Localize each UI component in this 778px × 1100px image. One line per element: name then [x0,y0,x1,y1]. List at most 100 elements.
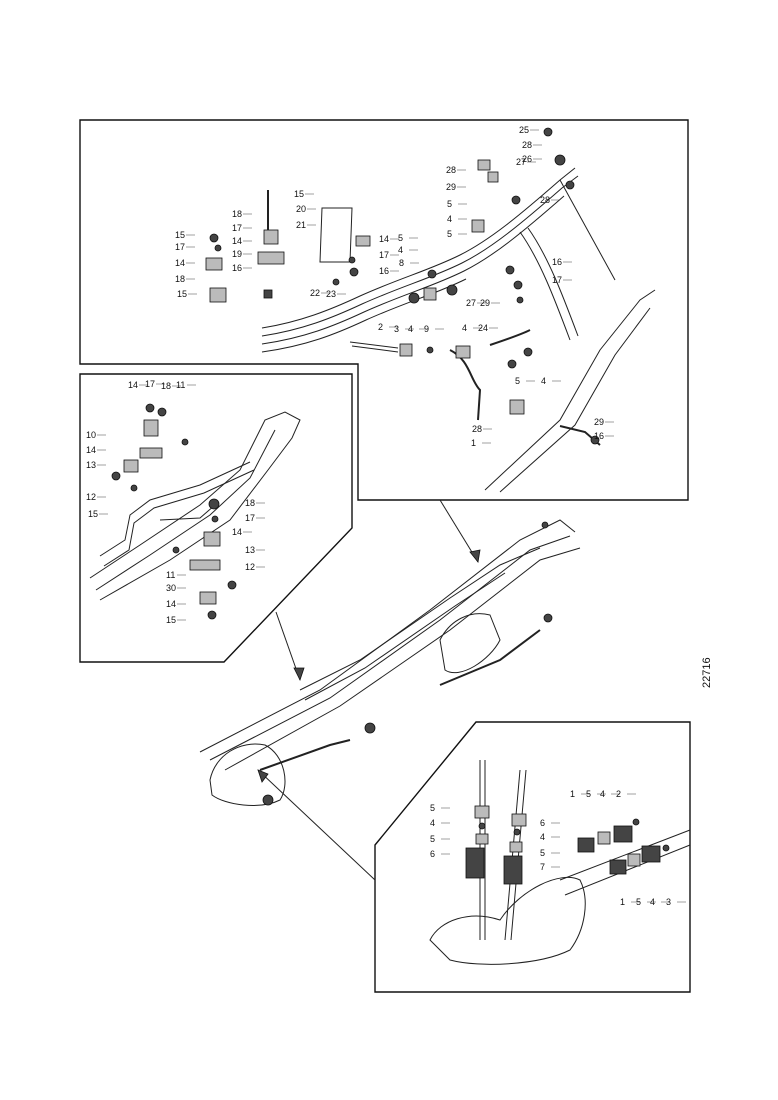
callout-top-29: 29 [446,182,456,192]
callout-left-10: 10 [86,430,96,440]
bottom-inset-frame [374,721,691,993]
callout-top-16: 16 [379,266,389,276]
callout-top-18: 18 [175,274,185,284]
callout-top-4: 4 [408,324,413,334]
callout-left-14: 14 [128,380,138,390]
callout-left-14: 14 [166,599,176,609]
callout-left-18: 18 [245,498,255,508]
callout-left-11: 11 [176,380,185,390]
callout-left-14: 14 [86,445,96,455]
callout-top-5: 5 [398,233,403,243]
callout-top-24: 24 [478,323,488,333]
callout-top-22: 22 [310,288,320,298]
callout-left-17: 17 [245,513,255,523]
frame-member [89,411,301,601]
axle-housing [429,760,691,965]
callout-top-9: 9 [424,324,429,334]
callout-top-5: 5 [447,229,452,239]
callout-top-16: 16 [232,263,242,273]
callout-bottom-4: 4 [430,818,435,828]
callout-left-13: 13 [245,545,255,555]
callout-bottom-5: 5 [636,897,641,907]
callout-left-15: 15 [166,615,176,625]
callout-left-11: 11 [166,570,175,580]
top-inset-panel [79,119,689,501]
top-inset-frame [79,119,689,501]
callout-top-27: 27 [466,298,476,308]
callout-top-20: 20 [296,204,306,214]
callout-top-14: 14 [379,234,389,244]
bottom-fittings [465,805,670,885]
callout-top-4: 4 [447,214,452,224]
callout-top-16: 16 [552,257,562,267]
callout-top-5: 5 [515,376,520,386]
callout-top-17: 17 [379,250,389,260]
callout-top-17: 17 [175,242,185,252]
callout-top-29: 29 [480,298,490,308]
callout-top-8: 8 [399,258,404,268]
callout-left-18: 18 [161,381,171,391]
callout-top-5: 5 [447,199,452,209]
chassis-rail [484,179,656,493]
callout-top-27: 27 [516,157,526,167]
callout-top-2: 2 [378,322,383,332]
callout-bottom-4: 4 [600,789,605,799]
callout-bottom-4: 4 [650,897,655,907]
callout-top-28: 28 [446,165,456,175]
callout-bottom-1: 1 [620,897,625,907]
callout-left-12: 12 [86,492,96,502]
callout-top-15: 15 [177,289,187,299]
callout-top-15: 15 [175,230,185,240]
callout-top-4: 4 [462,323,467,333]
callout-top-28: 28 [472,424,482,434]
callout-top-16: 16 [594,431,604,441]
callout-bottom-5: 5 [430,803,435,813]
callout-top-17: 17 [552,275,562,285]
callout-left-14: 14 [232,527,242,537]
callout-left-13: 13 [86,460,96,470]
callout-bottom-3: 3 [666,897,671,907]
callout-bottom-7: 7 [540,862,545,872]
callout-left-12: 12 [245,562,255,572]
callout-bottom-6: 6 [430,849,435,859]
callout-bottom-5: 5 [586,789,591,799]
callout-top-25: 25 [519,125,529,135]
callout-top-17: 17 [232,223,242,233]
callout-bottom-6: 6 [540,818,545,828]
bottom-inset-panel [374,721,691,993]
callout-top-15: 15 [294,189,304,199]
brackets-and-fittings [205,127,601,446]
callout-labels: 2528262827291518171419162021545281517141… [86,125,686,907]
callout-top-18: 18 [232,209,242,219]
callout-top-1: 1 [471,438,476,448]
callout-left-17: 17 [145,379,155,389]
callout-top-21: 21 [296,220,306,230]
leader-arrows [257,499,481,881]
callout-top-28: 28 [540,195,550,205]
callout-top-28: 28 [522,140,532,150]
pipe-run-left [99,461,255,567]
left-fittings [111,403,237,620]
callout-top-14: 14 [232,236,242,246]
callout-bottom-5: 5 [430,834,435,844]
callout-top-4: 4 [541,376,546,386]
left-inset-frame [79,373,353,663]
callout-top-14: 14 [175,258,185,268]
figure-number: 22716 [701,657,713,688]
left-inset-panel [79,373,353,663]
callout-top-29: 29 [594,417,604,427]
callout-top-3: 3 [394,324,399,334]
callout-top-26: 26 [522,154,532,164]
callout-top-4: 4 [398,245,403,255]
callout-top-19: 19 [232,249,242,259]
main-assembly [199,519,581,806]
callout-bottom-1: 1 [570,789,575,799]
callout-left-30: 30 [166,583,176,593]
callout-bottom-4: 4 [540,832,545,842]
callout-bottom-2: 2 [616,789,621,799]
callout-top-23: 23 [326,289,336,299]
brake-pipe-bundle [261,167,579,353]
callout-left-15: 15 [88,509,98,519]
callout-bottom-5: 5 [540,848,545,858]
